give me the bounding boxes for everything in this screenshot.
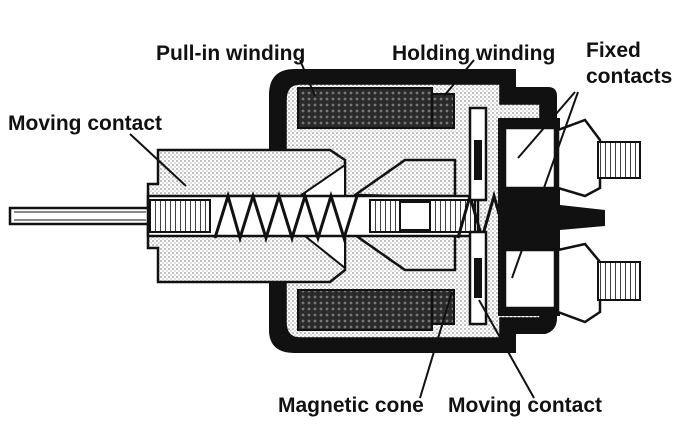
- label-holding-winding: Holding winding: [392, 42, 555, 65]
- central-shaft: [8, 194, 480, 238]
- pull-in-winding-coil: [297, 87, 433, 331]
- label-pull-in-winding: Pull-in winding: [156, 42, 305, 65]
- leader-lines: [129, 59, 579, 399]
- label-moving-contact-bottom: Moving contact: [448, 394, 602, 417]
- label-moving-contact-left: Moving contact: [8, 112, 162, 135]
- fixed-contact-lower: [503, 242, 641, 324]
- label-magnetic-cone: Magnetic cone: [278, 394, 424, 417]
- fixed-contact-upper: [503, 118, 641, 198]
- label-fixed-contacts-line2: contacts: [586, 65, 672, 88]
- holding-winding-coil: [431, 93, 455, 325]
- label-fixed-contacts-line1: Fixed: [586, 39, 641, 62]
- moving-contact-plate: [468, 106, 488, 326]
